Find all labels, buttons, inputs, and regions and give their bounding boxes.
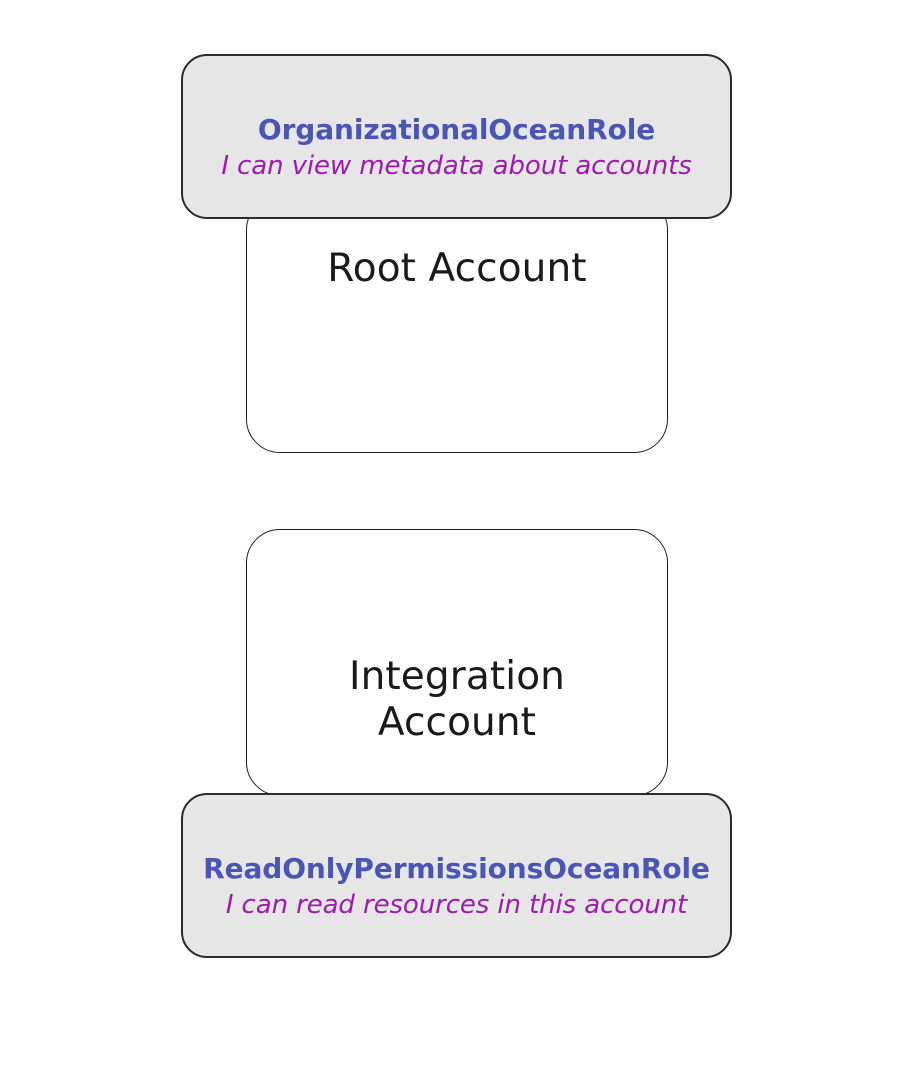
account-box-root[interactable]: Root Account <box>246 196 668 453</box>
role-description-readonly-permissions-ocean-role: I can read resources in this account <box>225 889 688 920</box>
role-name-readonly-permissions-ocean-role: ReadOnlyPermissionsOceanRole <box>203 851 710 885</box>
account-label-integration: Integration Account <box>349 654 565 746</box>
role-card-readonly-permissions-ocean-role[interactable]: ReadOnlyPermissionsOceanRole I can read … <box>181 793 732 958</box>
role-card-organizational-ocean-role[interactable]: OrganizationalOceanRole I can view metad… <box>181 54 732 219</box>
role-name-organizational-ocean-role: OrganizationalOceanRole <box>257 112 656 146</box>
role-description-organizational-ocean-role: I can view metadata about accounts <box>221 150 692 181</box>
account-box-integration[interactable]: Integration Account <box>246 529 668 796</box>
account-label-root: Root Account <box>327 246 587 291</box>
